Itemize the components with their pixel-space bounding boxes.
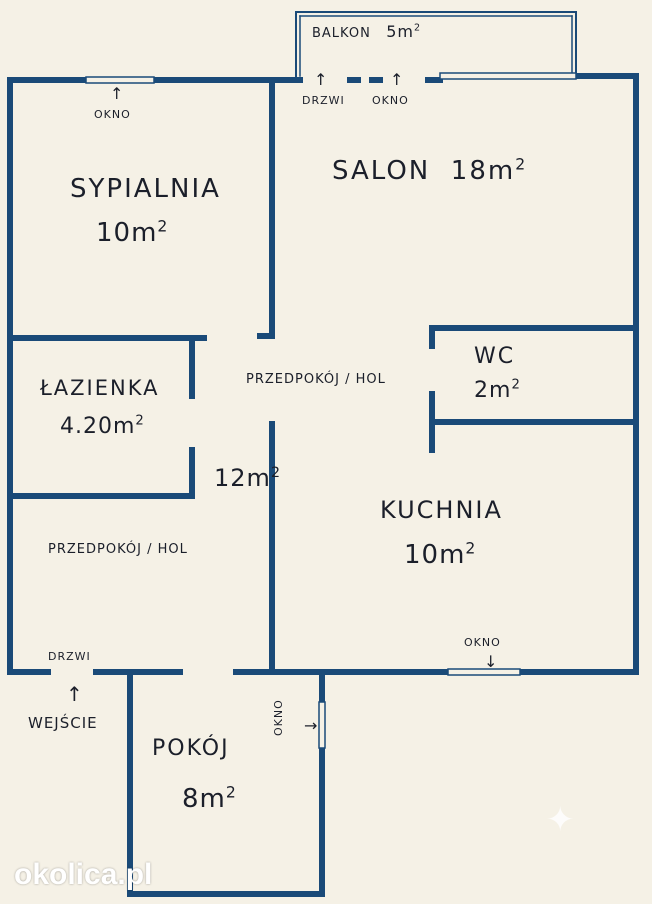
- up-arrow-icon: ↑: [390, 70, 404, 89]
- sypialnia-name: SYPIALNIA: [70, 174, 221, 204]
- balkon-area: 5m2: [386, 22, 422, 41]
- kuchnia-name: KUCHNIA: [380, 496, 503, 524]
- okno-label-kitchen: OKNO: [464, 636, 501, 649]
- balcony-outline: [295, 11, 577, 77]
- watermark-logo: okolica.pl: [14, 858, 153, 891]
- window-kitchen: [447, 668, 521, 676]
- wc-name: WC: [474, 344, 516, 369]
- up-arrow-icon: ↑: [66, 682, 83, 706]
- wejscie-label: WEJŚCIE: [28, 714, 98, 732]
- drzwi-label-entrance: DRZWI: [48, 650, 91, 663]
- hol-area: 12m2: [214, 464, 282, 492]
- kuchnia-area: 10m2: [404, 539, 477, 570]
- up-arrow-icon: ↑: [314, 70, 328, 89]
- przedpokoj-hol-lower: PRZEDPOKÓJ / HOL: [48, 542, 188, 557]
- window-pokoj: [318, 701, 326, 749]
- window-bedroom: [85, 76, 155, 84]
- wc-area: 2m2: [474, 377, 521, 403]
- salon-label: SALON 18m2: [332, 156, 527, 186]
- pokoj-area: 8m2: [182, 783, 237, 814]
- salon-name: SALON: [332, 156, 431, 186]
- okno-label-pokoj: OKNO: [272, 699, 285, 736]
- window-salon: [439, 72, 577, 80]
- salon-area: 18m2: [450, 155, 528, 186]
- lazienka-name: ŁAZIENKA: [40, 376, 160, 400]
- down-arrow-icon: ↓: [484, 652, 498, 671]
- balkon-name: BALKON: [312, 26, 371, 41]
- okno-label-bedroom: OKNO: [94, 108, 131, 121]
- sparkle-icon: ✦: [546, 800, 575, 840]
- przedpokoj-hol-upper: PRZEDPOKÓJ / HOL: [246, 372, 386, 387]
- lazienka-area: 4.20m2: [60, 413, 145, 439]
- up-arrow-icon: ↑: [110, 84, 124, 103]
- right-arrow-icon: →: [304, 716, 318, 735]
- sypialnia-area: 10m2: [96, 217, 169, 248]
- balkon-label: BALKON 5m2: [312, 22, 421, 41]
- drzwi-label-balkon: DRZWI: [302, 94, 345, 107]
- okno-label-salon: OKNO: [372, 94, 409, 107]
- pokoj-name: POKÓJ: [152, 736, 230, 761]
